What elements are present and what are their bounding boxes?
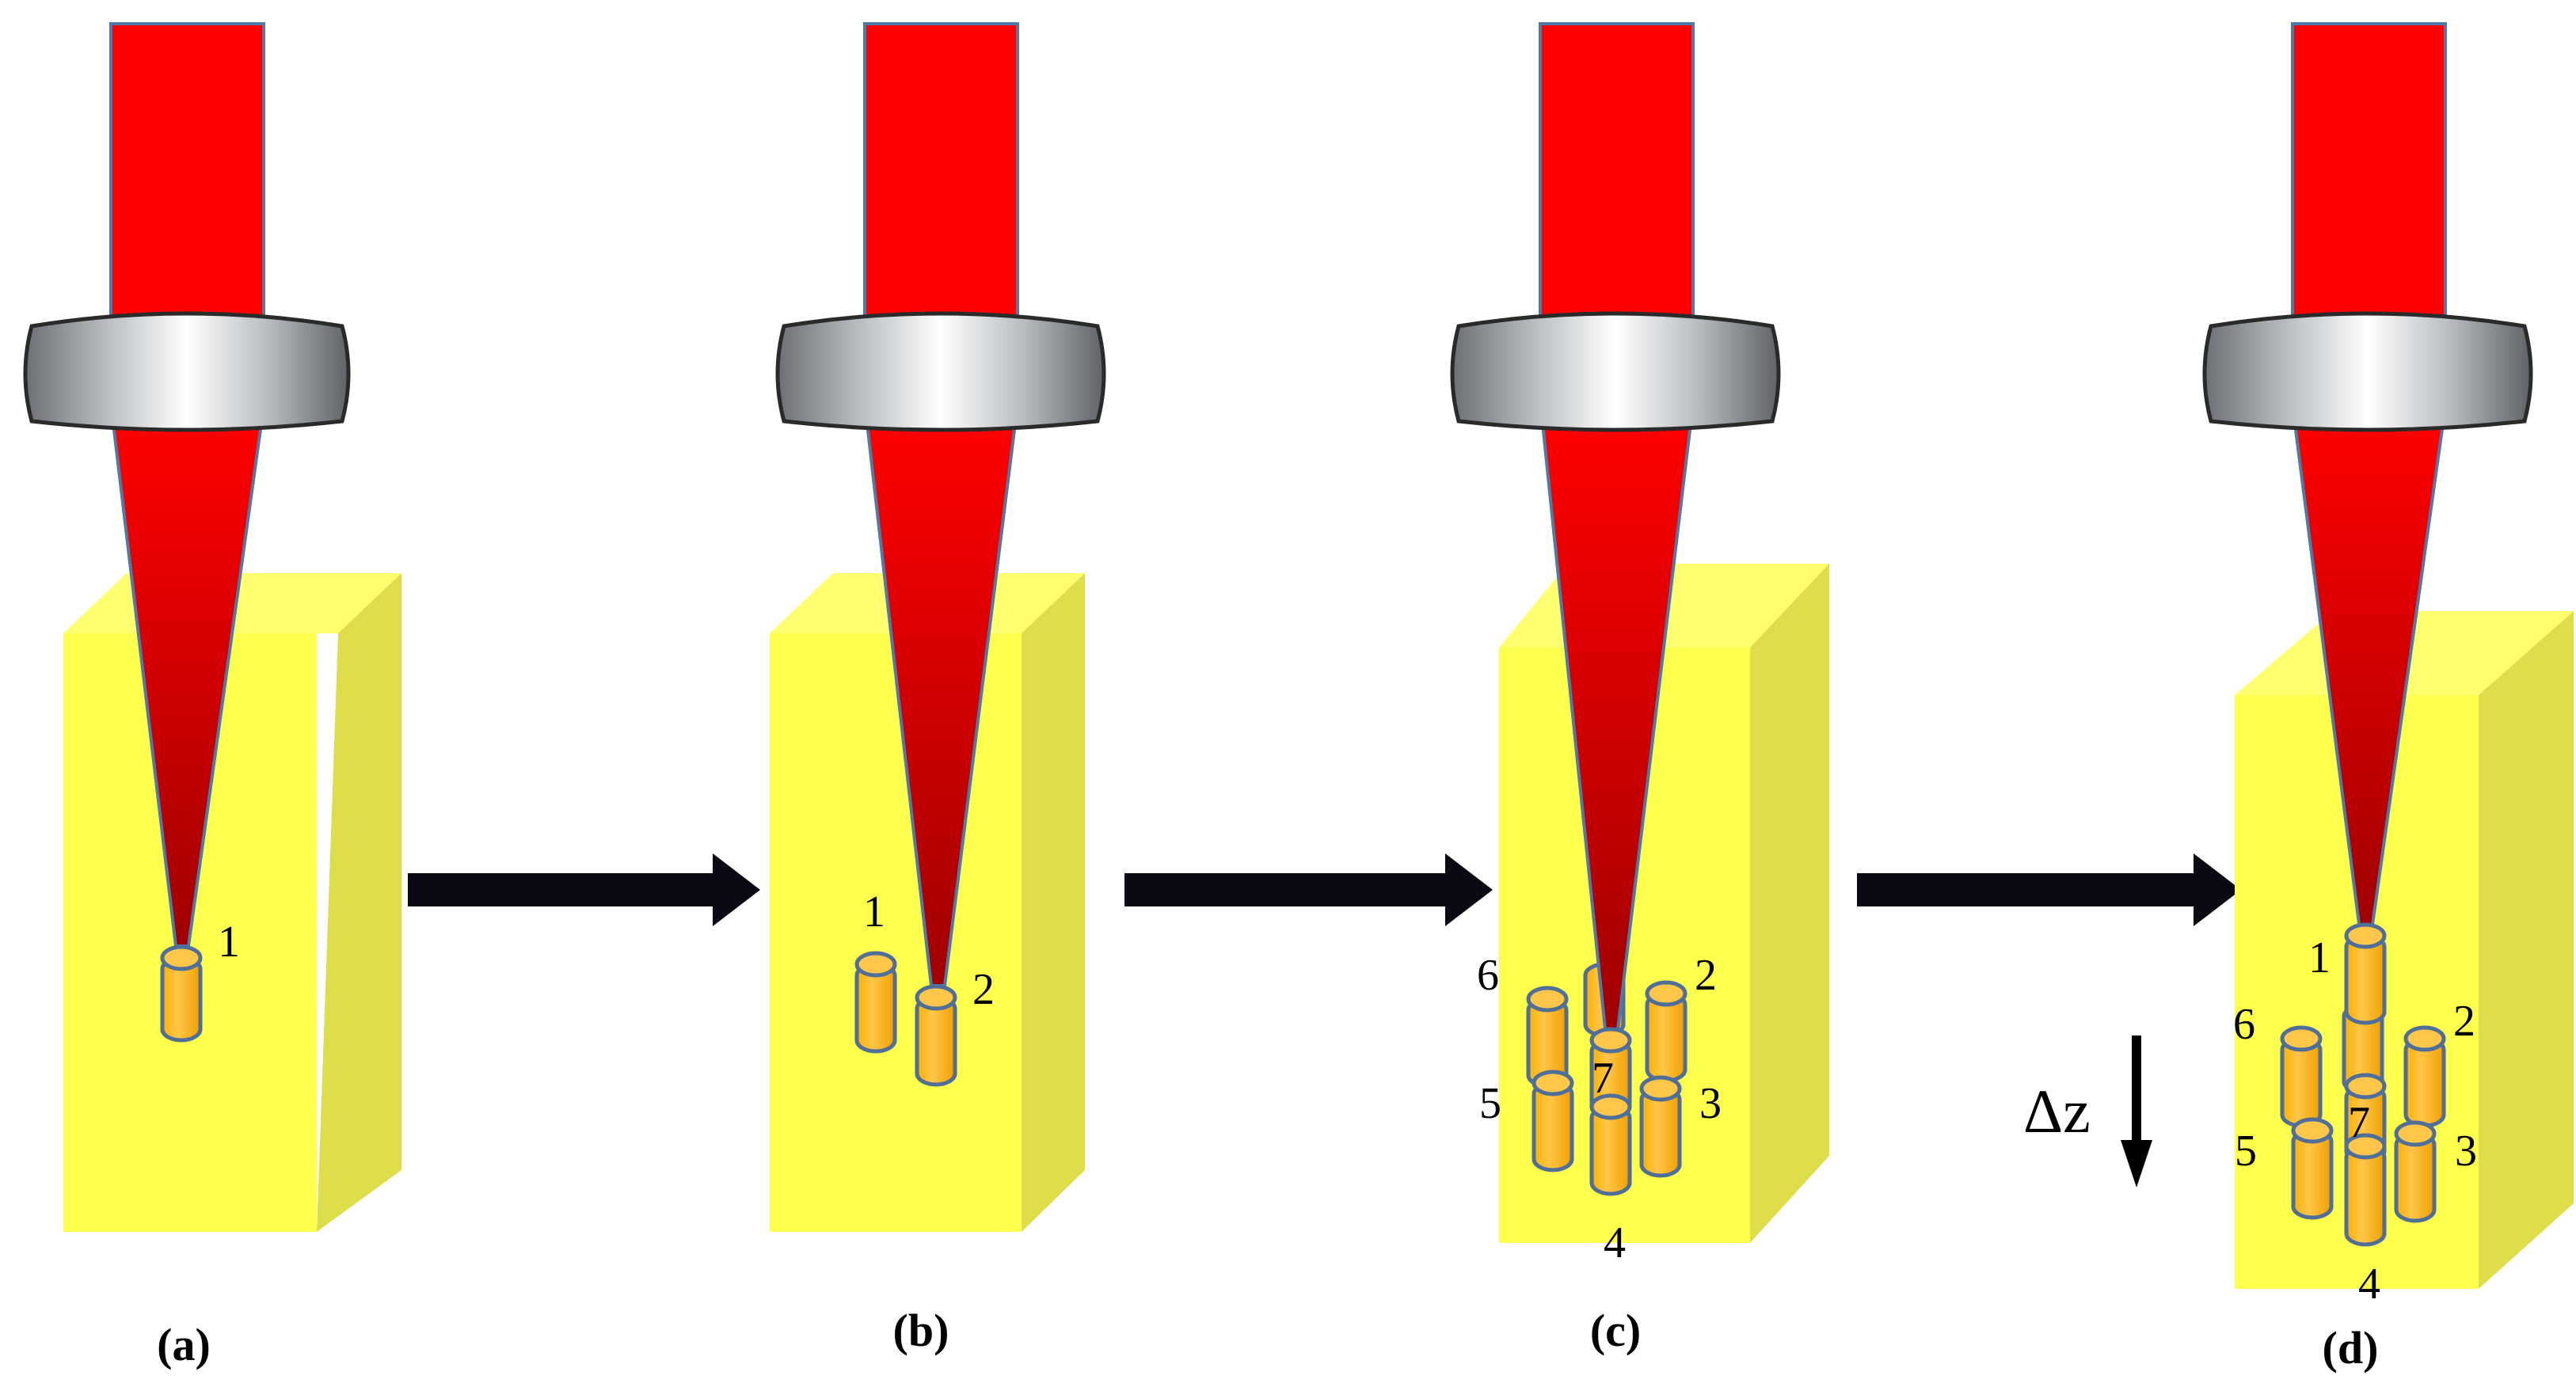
- written-rod-1: [160, 944, 203, 1043]
- material-block: [63, 573, 401, 1232]
- laser-beam-icon: [1539, 22, 1695, 358]
- panel-b: 1 2 (b): [770, 22, 1106, 1356]
- focusing-lens-icon: [775, 311, 1106, 432]
- panel-d: 1 2 3 4 5 6 7 (d): [2202, 22, 2574, 1374]
- panel-caption: (b): [893, 1305, 949, 1356]
- material-block: [770, 573, 1085, 1232]
- rod-label: 3: [2455, 1127, 2477, 1176]
- rod-label: 1: [218, 918, 240, 967]
- process-arrow-icon: [1857, 853, 2241, 926]
- rod-label: 4: [2358, 1260, 2380, 1309]
- laser-beam-icon: [109, 22, 265, 358]
- written-rod-5: [1532, 1070, 1574, 1172]
- focusing-lens-icon: [23, 311, 351, 432]
- written-rod-4: [1589, 1093, 1632, 1196]
- written-rod-5: [2291, 1117, 2334, 1220]
- rod-label: 6: [1477, 951, 1499, 1000]
- panel-caption: (a): [157, 1319, 211, 1370]
- rod-label: 5: [2235, 1127, 2257, 1176]
- process-arrow-icon: [1124, 853, 1493, 926]
- written-rod-2: [915, 984, 957, 1087]
- written-rod-4: [2344, 1133, 2387, 1247]
- rod-label: 7: [2348, 1098, 2370, 1147]
- rod-label: 3: [1699, 1079, 1722, 1128]
- process-arrow-icon: [408, 853, 760, 926]
- written-rod-1: [854, 951, 897, 1054]
- rod-label: 1: [863, 887, 885, 937]
- focusing-lens-icon: [1450, 311, 1781, 432]
- rod-label: 2: [2453, 997, 2475, 1046]
- rod-label: 2: [972, 965, 995, 1014]
- panel-c: 2 3 4 5 6 7 (c): [1450, 22, 1829, 1356]
- written-rod-2: [1645, 980, 1688, 1083]
- down-arrow-icon: [2121, 1036, 2152, 1188]
- focusing-lens-icon: [2202, 311, 2533, 432]
- written-rod-3: [1639, 1075, 1682, 1178]
- written-rod-2: [2403, 1025, 2446, 1128]
- rod-label: 7: [1592, 1054, 1614, 1103]
- rod-label: 6: [2233, 1000, 2255, 1049]
- rod-label: 2: [1695, 951, 1717, 1000]
- written-rod-1: [2344, 922, 2387, 1025]
- panel-caption: (d): [2323, 1322, 2379, 1374]
- written-rod-6: [2280, 1025, 2323, 1128]
- rod-label: 5: [1479, 1079, 1501, 1128]
- rod-label: 1: [2308, 933, 2331, 982]
- laser-beam-icon: [2291, 22, 2447, 358]
- step-label: Δz: [2023, 1077, 2091, 1146]
- laser-beam-icon: [863, 22, 1019, 358]
- written-rod-6: [1526, 986, 1569, 1089]
- panel-a: 1 (a): [23, 22, 401, 1370]
- rod-label: 4: [1604, 1218, 1626, 1267]
- written-rod-3: [2394, 1120, 2437, 1223]
- panel-caption: (c): [1590, 1305, 1641, 1356]
